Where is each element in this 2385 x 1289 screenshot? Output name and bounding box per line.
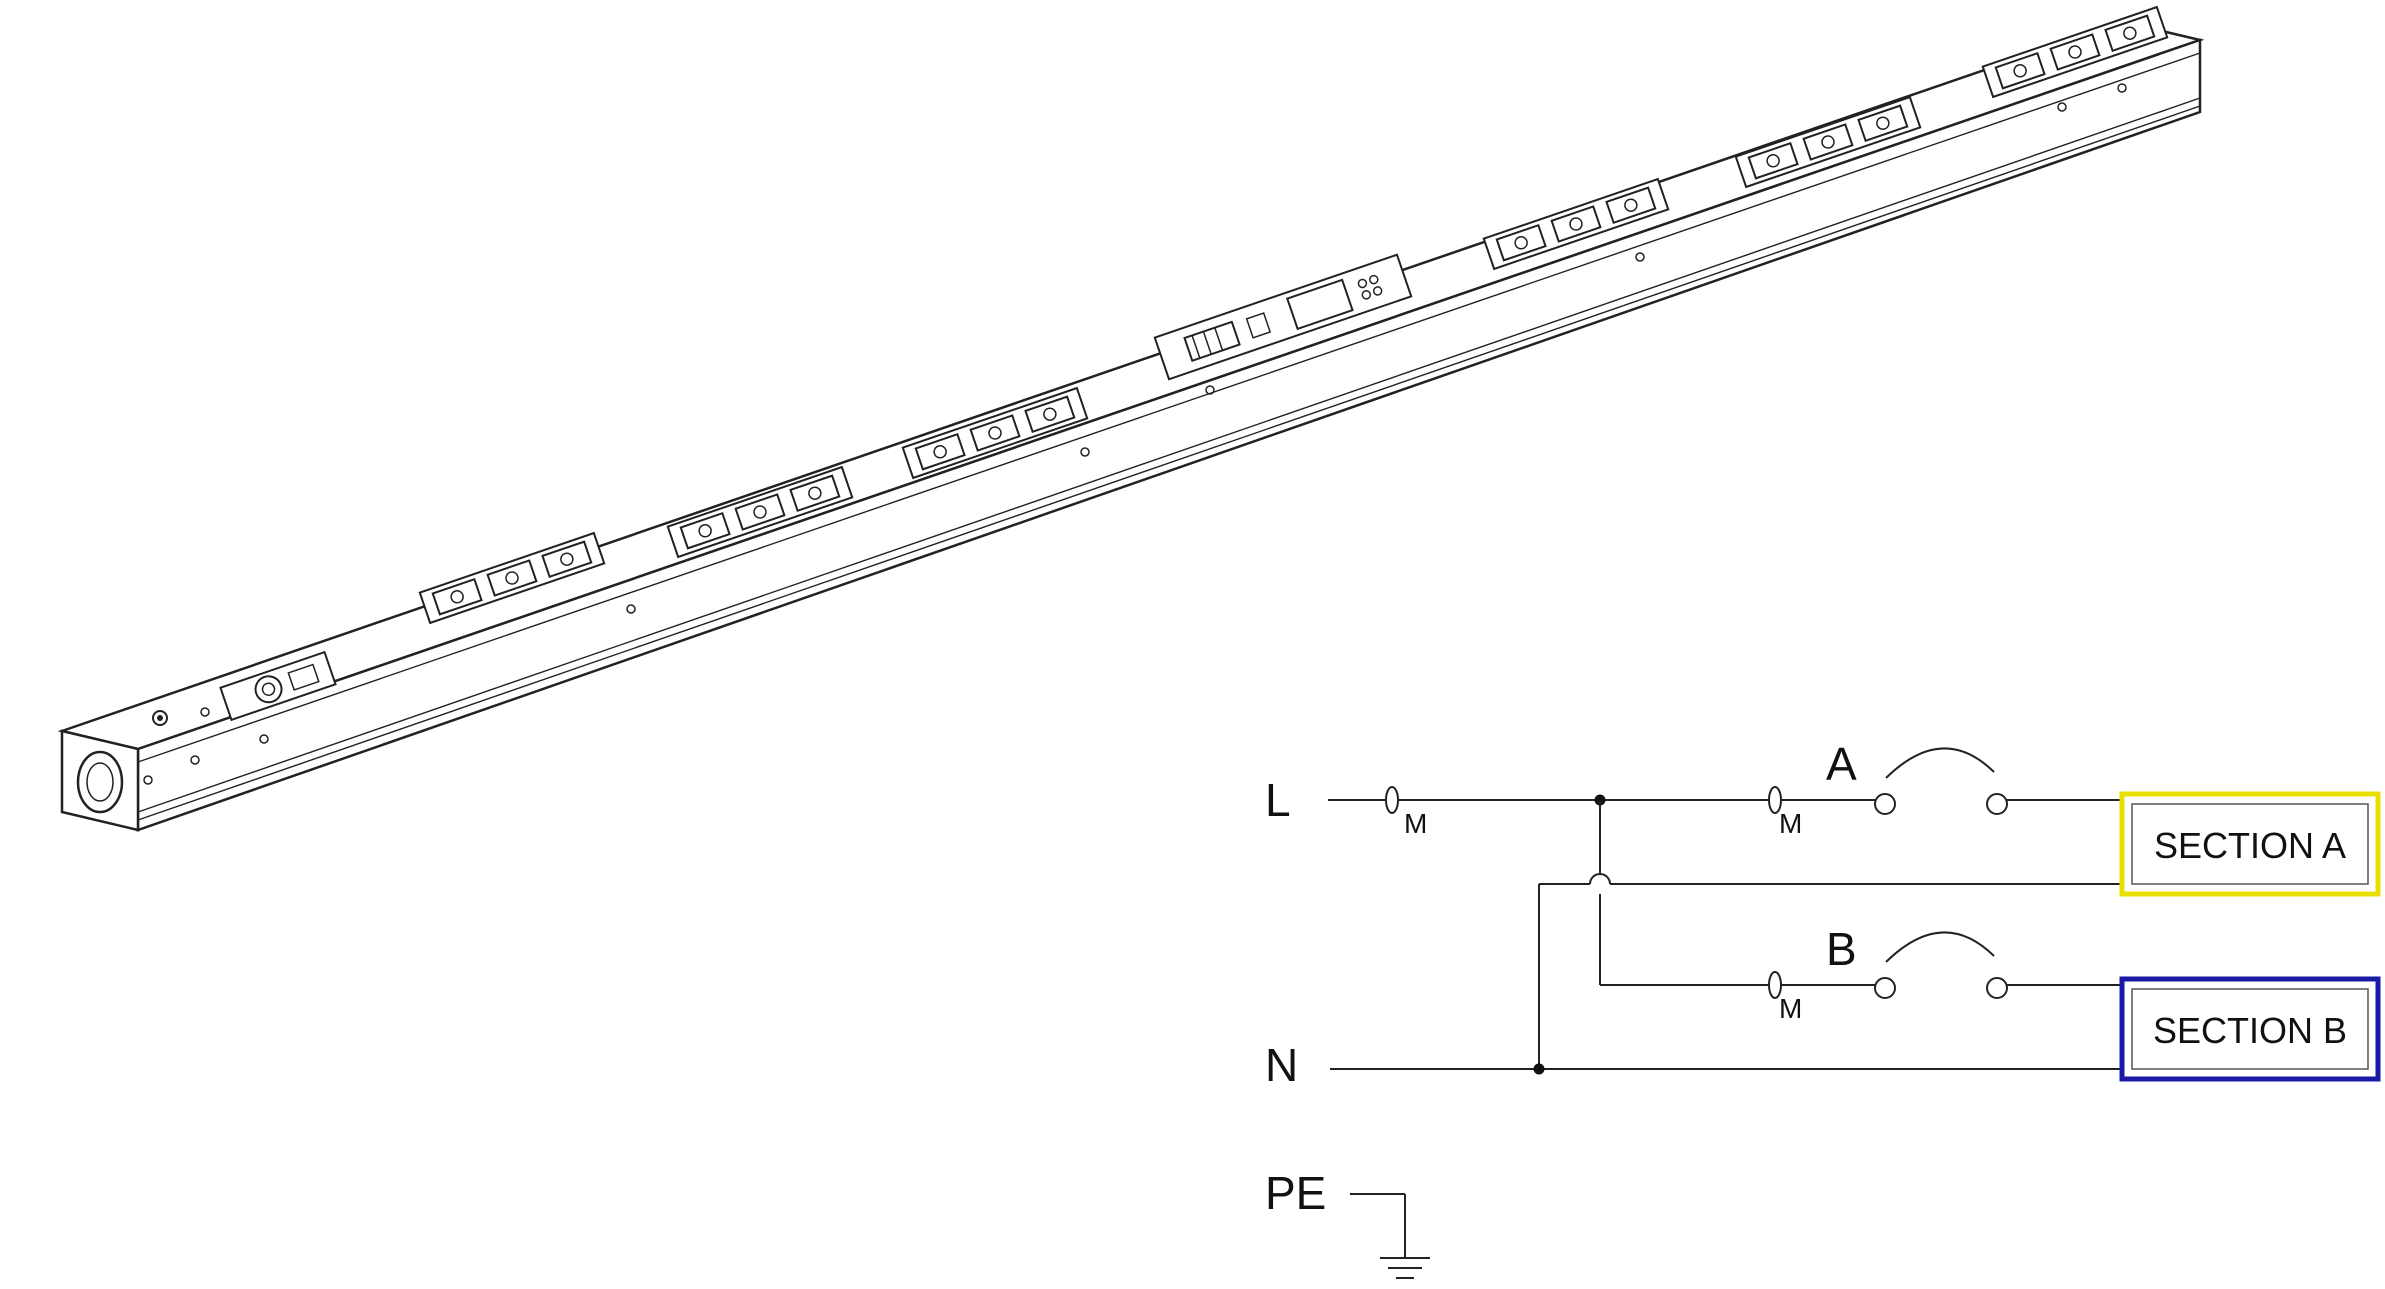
mount-holes [143,83,2127,785]
mount-hole-icon [1080,447,1090,457]
pdu-end-cap [60,729,140,832]
mount-hole-icon [1635,252,1645,262]
inlet-socket-inner [86,762,114,802]
section-b-inner-border [2131,988,2369,1070]
mount-hole-icon [259,734,269,744]
switch-b-label: B [1826,923,1857,975]
mount-hole-icon [2057,102,2067,112]
ground-screw-core [157,715,163,721]
pdu-bevel-line [137,52,2201,763]
inlet-module [219,650,337,722]
outlet-module [901,386,1089,480]
pdu-illustration [57,5,2205,832]
junction-dot [1533,1063,1545,1075]
mount-hole-icon [143,775,153,785]
section-a-inner-border [2131,803,2369,885]
switch-b-arc [1885,931,1995,963]
fuse-a-subscript: M [1779,808,1802,839]
section-a-label: SECTION A [2154,825,2346,866]
wiring-schematic: L N PE M M A M [1265,738,2381,1279]
fuse-main-icon [1385,786,1399,814]
outlet-module [666,465,854,559]
outlet-module [1482,177,1670,271]
lcd-screen [1286,278,1354,331]
mount-hole-icon [1205,385,1215,395]
outlet-module [1734,95,1922,189]
inlet-socket-icon [76,750,124,814]
mount-hole-icon [190,755,200,765]
section-b-box [2119,976,2381,1082]
switch-a-contact [1986,793,2008,815]
wire-crossover [1589,873,1611,885]
ground-icon [1380,1257,1430,1279]
switch-b-contact [1986,977,2008,999]
earth-label: PE [1265,1167,1326,1219]
outlet-module [1981,5,2169,99]
fuse-main-subscript: M [1404,808,1427,839]
pdu-front-face [136,38,2202,832]
switch-a-arc [1885,747,1995,779]
neutral-label: N [1265,1039,1298,1091]
mount-hole-icon [200,707,210,717]
outlet-module [418,531,606,625]
pdu-rail-line [137,105,2201,821]
section-b-label: SECTION B [2153,1010,2347,1051]
controller-module [1153,253,1413,381]
pdu-rail-line [137,97,2201,813]
fuse-b-subscript: M [1779,993,1802,1024]
switch-a-contact [1874,793,1896,815]
line-label: L [1265,774,1291,826]
switch-b-contact [1874,977,1896,999]
switch-a-label: A [1826,738,1857,790]
mount-hole-icon [2117,83,2127,93]
ground-screw-icon [152,710,168,726]
section-a-box [2119,791,2381,897]
mount-hole-icon [626,604,636,614]
